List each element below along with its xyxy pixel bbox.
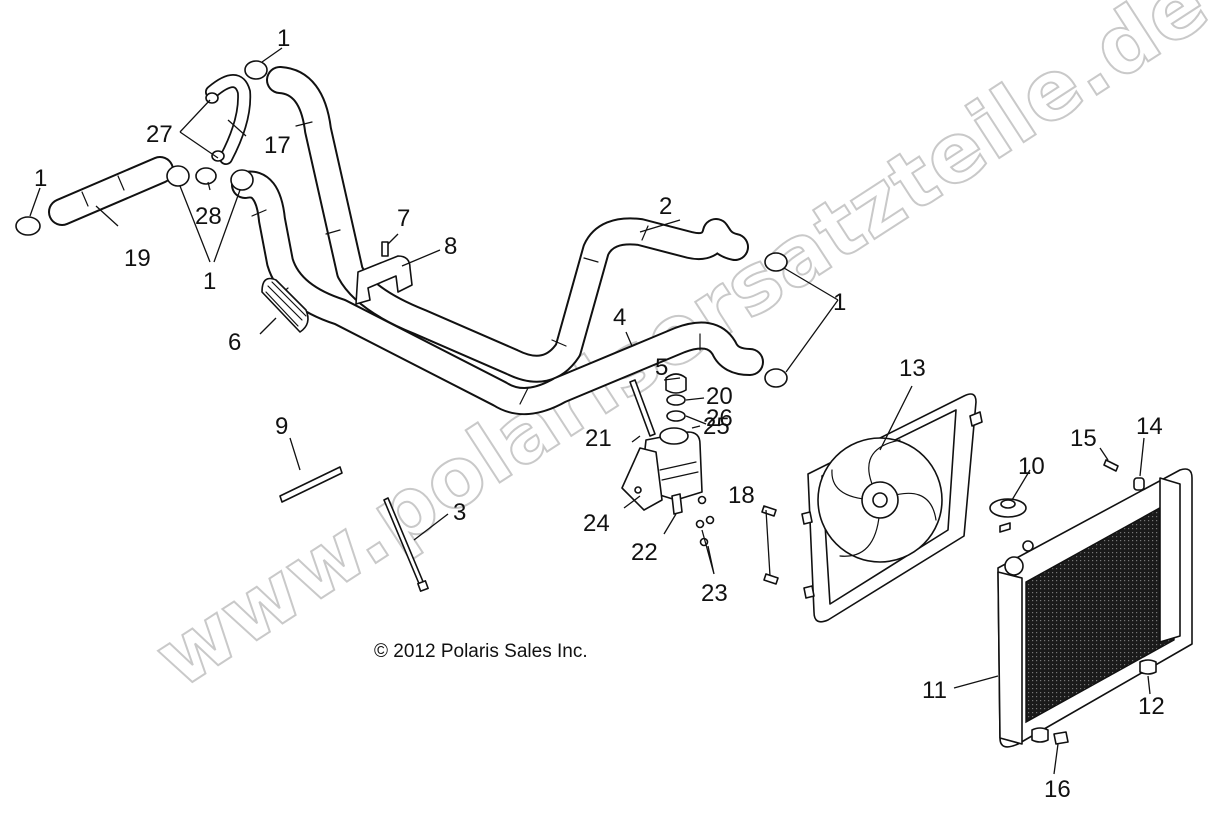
callout-1-right: 1 (833, 289, 846, 316)
screws-18 (761, 505, 779, 585)
clamp-left (15, 216, 41, 236)
callout-6: 6 (228, 329, 241, 356)
leader-lines (29, 47, 1151, 775)
callout-17: 17 (264, 132, 291, 159)
hose-clamps (15, 60, 788, 388)
callout-16: 16 (1044, 776, 1071, 803)
hose-19 (48, 156, 174, 226)
clamp-b (230, 169, 254, 191)
callout-9: 9 (275, 413, 288, 440)
hose-2 (266, 66, 749, 383)
callout-27: 27 (146, 121, 173, 148)
bolt-15 (1103, 459, 1119, 472)
callout-2: 2 (659, 193, 672, 220)
radiator-11 (997, 468, 1193, 748)
callout-1-bottom: 1 (203, 268, 216, 295)
bolt-16 (1031, 727, 1069, 745)
callout-23: 23 (701, 580, 728, 607)
tube-21 (629, 379, 656, 437)
callout-10: 10 (1018, 453, 1045, 480)
hose-17 (205, 74, 252, 165)
clamp-top (244, 60, 268, 80)
callout-12: 12 (1138, 693, 1165, 720)
cap-5 (665, 373, 687, 394)
callout-25: 25 (703, 413, 730, 440)
screws-23 (695, 495, 715, 547)
reservoir-neck (659, 427, 689, 445)
callout-18: 18 (728, 482, 755, 509)
callout-21: 21 (585, 425, 612, 452)
callout-1-left: 1 (34, 165, 47, 192)
callout-24: 24 (583, 510, 610, 537)
grommet-12 (1139, 659, 1157, 675)
grommet-14 (1133, 477, 1145, 491)
callout-14: 14 (1136, 413, 1163, 440)
clamp-upper-right (764, 252, 788, 272)
o-ring-26 (666, 410, 686, 422)
callout-26: 26 (706, 405, 733, 432)
clamp-27-lower (211, 150, 225, 162)
clamp-a (166, 165, 190, 187)
callout-5: 5 (655, 354, 668, 381)
rod-3 (383, 497, 429, 592)
callout-3: 3 (453, 499, 466, 526)
callout-28: 28 (195, 203, 222, 230)
callout-1-top: 1 (277, 25, 290, 52)
strip-9 (279, 466, 343, 503)
callout-20: 20 (706, 383, 733, 410)
callout-22: 22 (631, 539, 658, 566)
screw-7 (381, 241, 389, 257)
callout-4: 4 (613, 304, 626, 331)
clamp-lower-right (764, 368, 788, 388)
fan-shroud-13 (801, 393, 983, 623)
bracket-24 (621, 447, 663, 511)
callout-19: 19 (124, 245, 151, 272)
callout-15: 15 (1070, 425, 1097, 452)
radiator-cap-10 (989, 498, 1027, 533)
callout-11: 11 (922, 677, 947, 704)
bracket-8 (355, 241, 413, 305)
callout-labels: 1 1 1 1 2 3 4 5 6 7 8 9 10 11 12 13 14 1… (34, 25, 1165, 803)
clamp-28 (195, 167, 217, 185)
callout-7: 7 (397, 205, 410, 232)
fitting-22 (671, 493, 683, 515)
callout-8: 8 (444, 233, 457, 260)
copyright-notice: © 2012 Polaris Sales Inc. (374, 641, 588, 662)
sleeve-6 (261, 277, 309, 333)
callout-13: 13 (899, 355, 926, 382)
seal-20 (666, 394, 686, 406)
